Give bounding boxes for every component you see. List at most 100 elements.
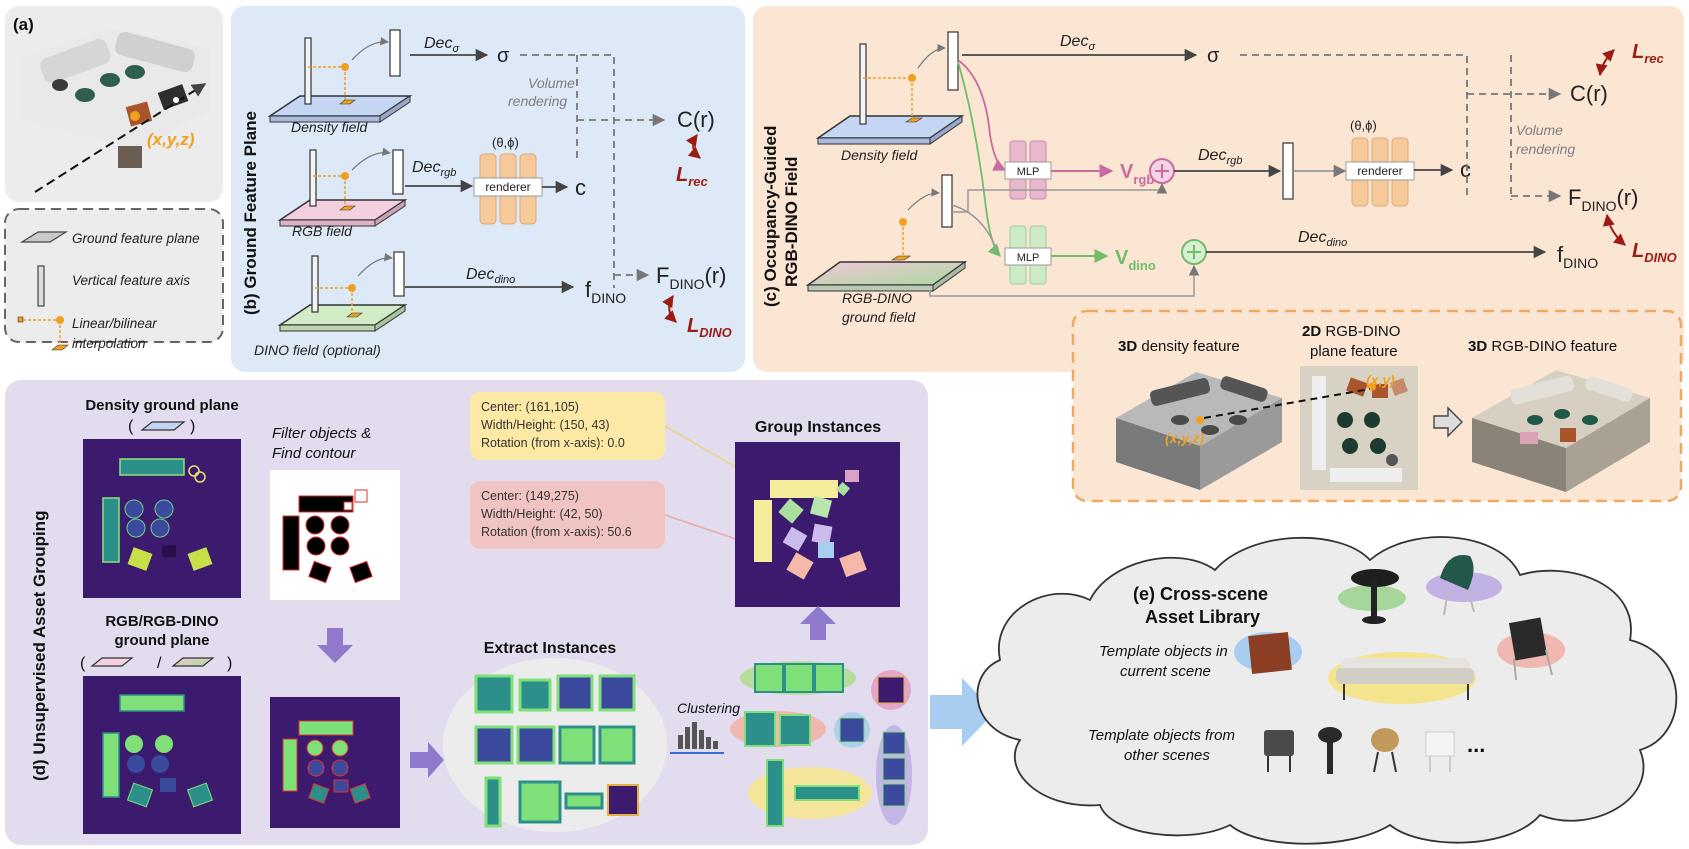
info-box-1: Center: (161,105) Width/Height: (150, 43… [470,392,665,460]
paren-close-1: ) [190,418,195,435]
info-box-2-line3: Rotation (from x-axis): 50.6 [481,525,632,539]
renderer-b: renderer [473,153,543,225]
dec-sigma-b: Decσ [424,35,459,55]
rgb-decoded-vector [1282,142,1294,200]
interp-plane-icon [51,344,69,351]
down-arrow-icon [317,628,353,663]
volume-rendering-c-2: rendering [1516,141,1575,157]
rgb-dino-field-label-2: ground field [842,309,916,325]
renderer-c: renderer [1345,137,1415,207]
extracted-instances [474,674,639,828]
f-dino-b: fDINO [585,277,626,306]
f-dino-c: fDINO [1557,242,1598,271]
group-instances-label: Group Instances [755,419,881,436]
inset-2d-plane-2: plane feature [1310,343,1398,360]
ray-line [34,83,207,193]
c-b: c [575,175,586,200]
mlp-rgb: MLP [1004,140,1052,200]
scene-thumbnail [20,28,210,168]
panel-c-background [753,6,1684,372]
legend: Ground feature plane Vertical feature ax… [4,208,224,351]
library-arrow-icon [930,678,995,746]
dec-sigma-c: Decσ [1060,33,1095,53]
cloud-shape [976,536,1678,845]
histogram-icon [670,722,724,754]
panel-c-title-2: RGB-DINO Field [782,157,801,287]
dec-dino-b: Decdino [466,266,515,286]
filter-label-1: Filter objects & [272,425,371,442]
density-feature-vector [389,29,401,77]
renderer-label-c: renderer [1357,164,1402,178]
legend-interp-2: interpolation [72,336,146,351]
f-dino-r-c: FDINO(r) [1568,185,1638,214]
panel-a: (a) (x,y,z) [5,6,223,202]
v-dino: Vdino [1115,247,1156,273]
info-box-2: Center: (149,275) Width/Height: (42, 50)… [470,481,665,549]
more-ellipsis: ... [1467,732,1485,757]
mlp-dino: MLP [1004,225,1052,285]
mlp-dino-label: MLP [1017,252,1040,264]
group-instances-image [735,442,900,607]
info-box-1-line3: Rotation (from x-axis): 0.0 [481,436,625,450]
legend-interp-1: Linear/bilinear [72,316,157,331]
panel-b-title: (b) Ground Feature Plane [241,111,260,315]
density-plane-label: Density ground plane [85,397,238,414]
inset-3d-rgb-dino: 3D RGB-DINO feature [1468,338,1617,355]
dino-field-label: DINO field (optional) [254,342,381,358]
panel-c-title-1: (c) Occupancy-Guided [761,126,780,307]
sample-point [130,111,140,121]
ground-plane-icon [19,231,69,243]
panel-d: (d) Unsupervised Asset Grouping Density … [5,380,928,845]
dec-dino-c: Decdino [1298,229,1347,249]
rgb-dino-field-label-1: RGB-DINO [842,290,912,306]
paren-close-2: ) [227,655,232,672]
filter-label-2: Find contour [272,445,356,462]
l-rec-c: Lrec [1632,41,1665,66]
volume-rendering-b-1: Volume [528,75,575,91]
contour-image [270,470,400,600]
l-dino-b: LDINO [687,315,732,340]
v-rgb: Vrgb [1120,161,1154,187]
inset-arrow-icon [1433,406,1463,438]
volume-rendering-c-1: Volume [1516,122,1563,138]
legend-box [4,208,224,343]
paren-open-2: ( [80,655,86,672]
info-box-2-bg [470,481,665,549]
current-scene-2: current scene [1120,663,1211,680]
density-field-label: Density field [291,119,368,135]
sample-coord: (x,y,z) [147,130,195,149]
dino-feature-vector [393,251,405,297]
density-plane-icon [140,421,186,431]
c-c: c [1460,157,1471,182]
panel-a-tag: (a) [13,15,34,34]
vertical-axis-icon [37,265,45,307]
leather-cube-icon [1248,632,1292,674]
c-r-c: C(r) [1570,81,1608,106]
inset-projection-line [1203,388,1371,419]
green-chair-icon [1440,554,1474,590]
panel-e-title-1: (e) Cross-scene [1133,584,1268,604]
info-box-1-line2: Width/Height: (150, 43) [481,418,610,432]
rgb-plane-icon [90,657,134,667]
rgb-feature-vector [392,149,404,195]
panel-d-title: (d) Unsupervised Asset Grouping [30,511,49,781]
info-box-2-line1: Center: (149,275) [481,489,579,503]
clustering-label: Clustering [677,700,740,716]
dec-rgb-c: Decrgb [1198,147,1242,167]
extract-instances-label: Extract Instances [484,640,617,657]
renderer-label-b: renderer [485,180,530,194]
sigma-b: σ [497,45,510,67]
panel-e: (e) Cross-scene Asset Library Template o… [976,536,1678,845]
other-scenes-1: Template objects from [1088,727,1235,744]
other-scenes-2: other scenes [1124,747,1210,764]
current-scene-1: Template objects in [1099,643,1228,660]
feature-inset: 3D density feature 2D RGB-DINO plane fea… [1071,309,1683,503]
legend-ground-plane: Ground feature plane [72,231,200,246]
rgb-heatmap [83,676,241,834]
paren-open-1: ( [128,418,134,435]
mlp-rgb-label: MLP [1017,166,1040,178]
volume-rendering-b-2: rendering [508,93,567,109]
sample-point-2 [172,96,180,104]
up-arrow-icon [800,606,836,640]
